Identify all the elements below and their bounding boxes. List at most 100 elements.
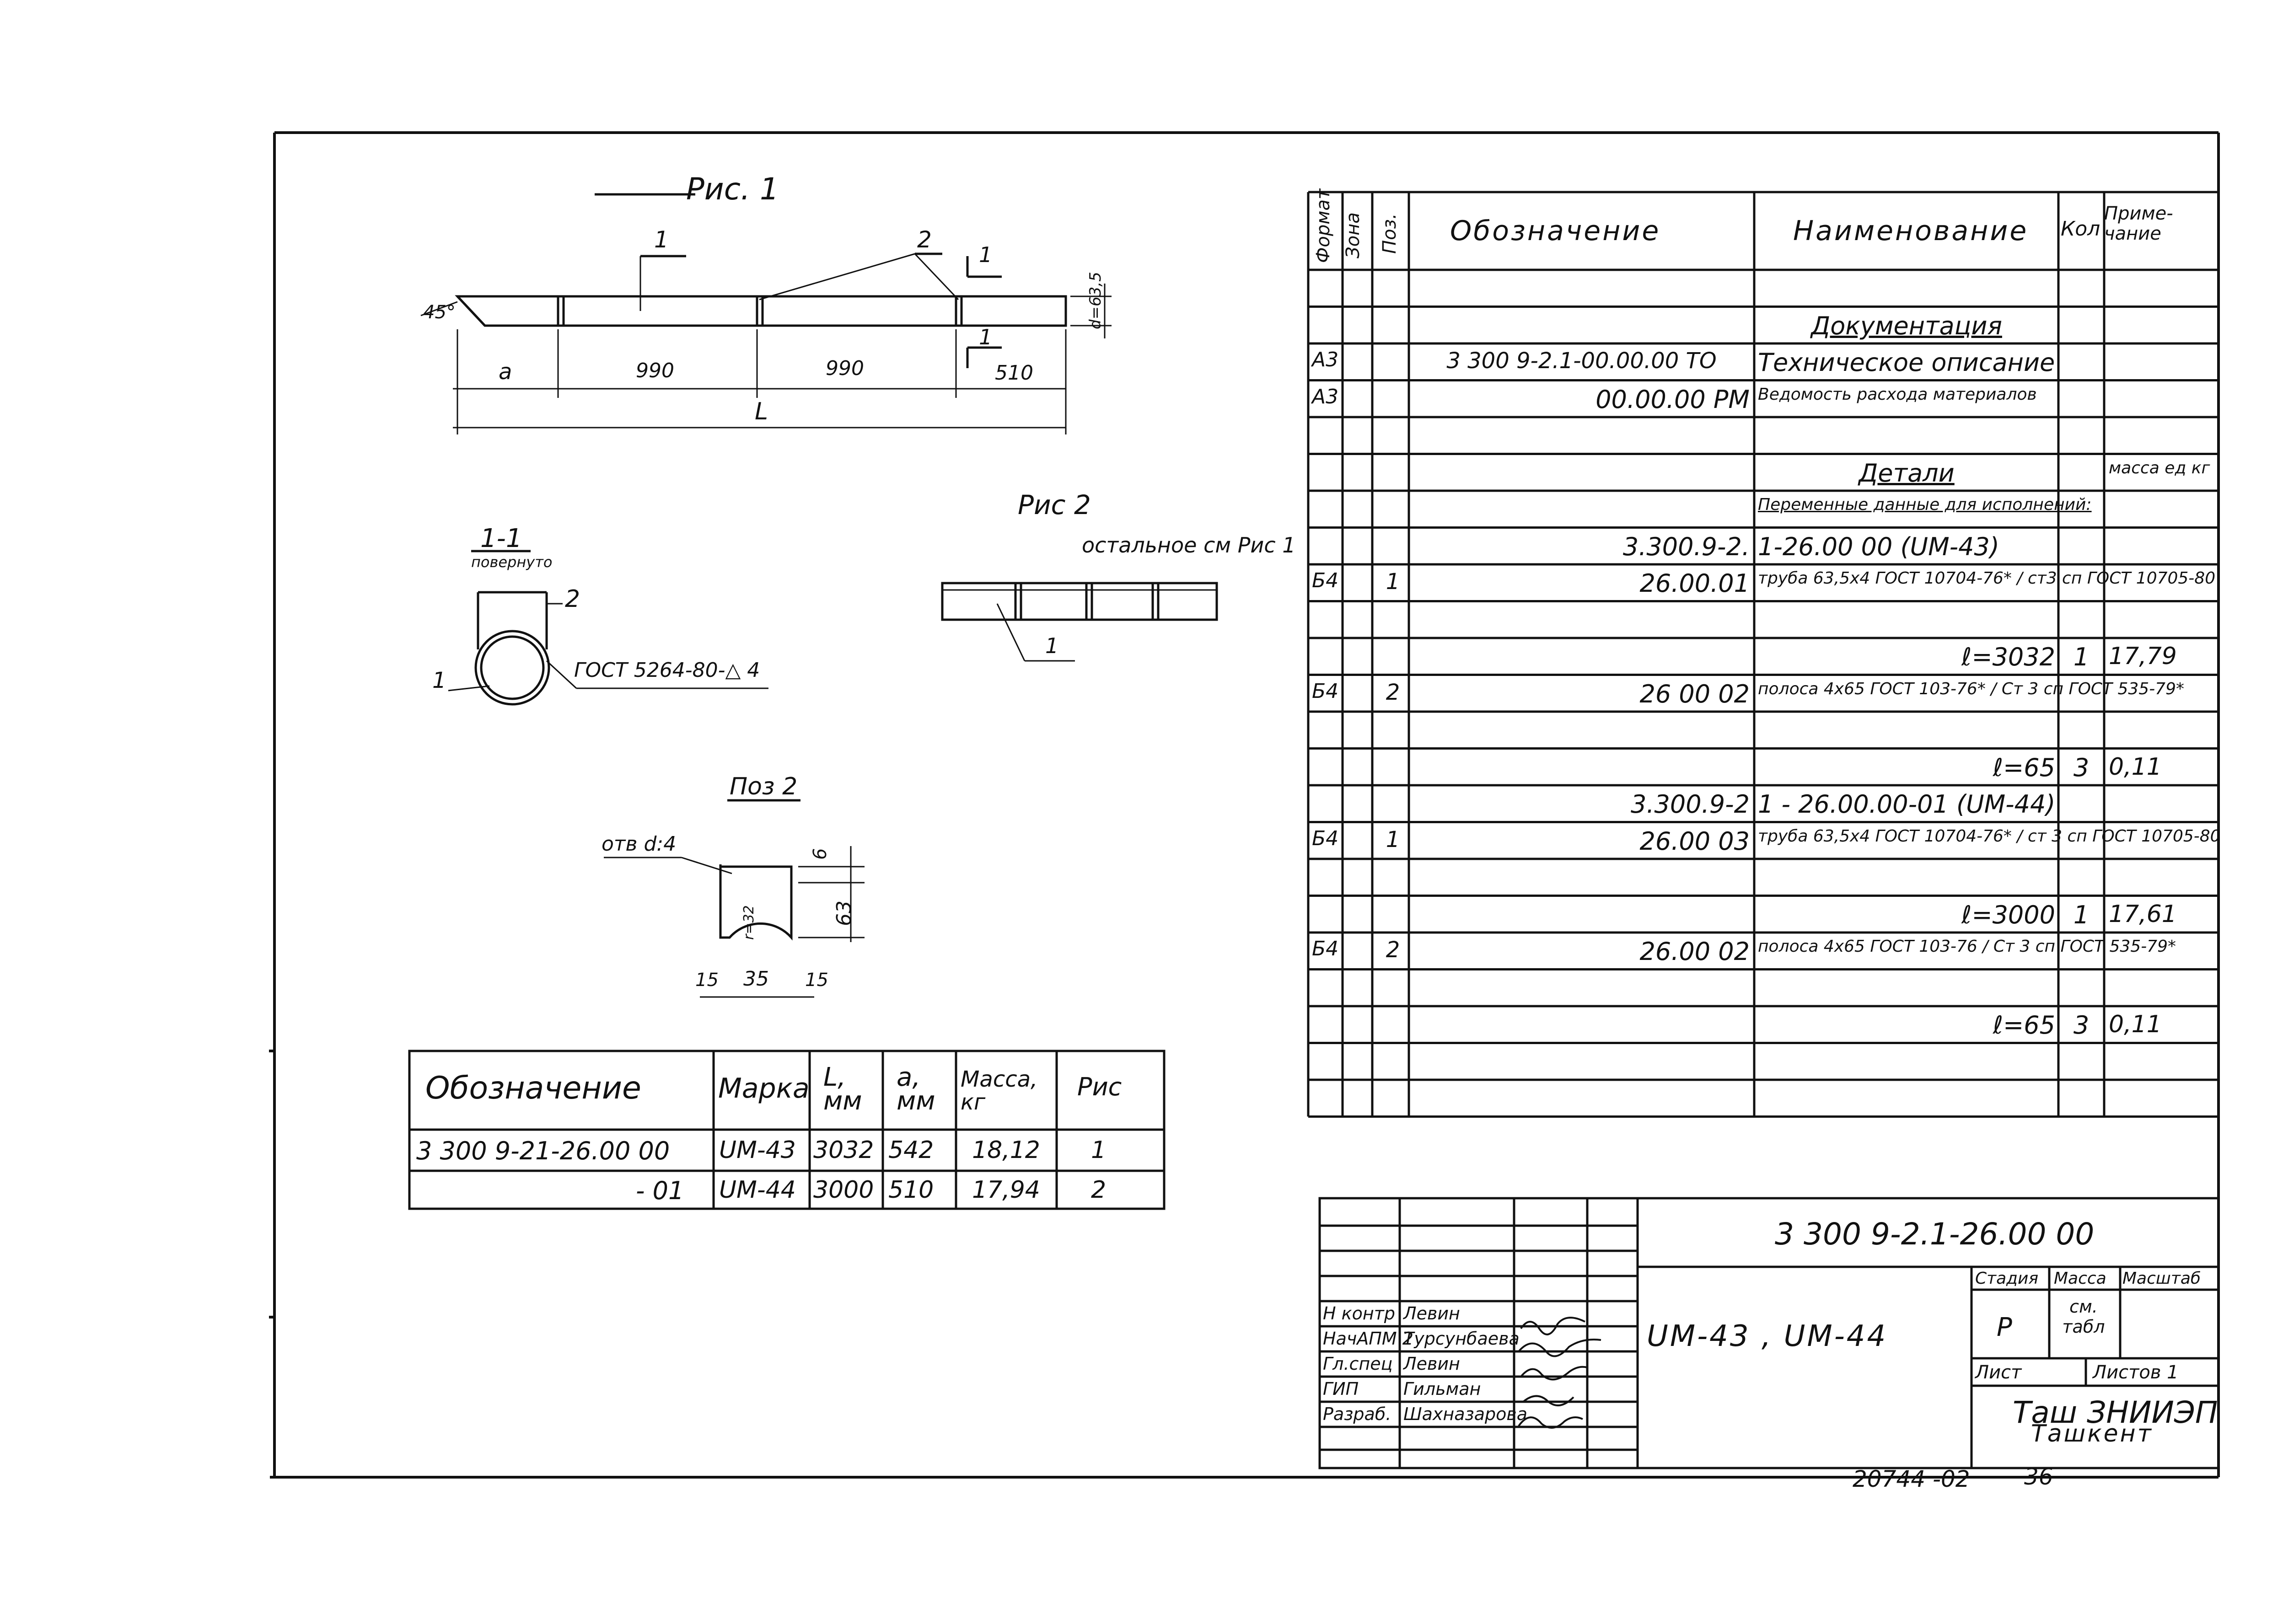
- spec-cell-name: ℓ=65: [1993, 753, 2055, 782]
- spec-cell-note: масса ед кг: [2109, 458, 2210, 477]
- small-table-header-L: L, мм: [823, 1062, 862, 1116]
- small-table-r2-mark: UM-44: [719, 1176, 796, 1204]
- small-table-header-designation: Обозначение: [425, 1070, 641, 1106]
- fig1-dim-510: 510: [995, 361, 1033, 385]
- poz2-radius: r=32: [741, 905, 757, 940]
- spec-cell-name: Ведомость расхода материалов: [1758, 385, 2037, 404]
- title-block-grid: [1318, 1197, 2220, 1469]
- fig2-callout-1: 1: [1045, 633, 1059, 658]
- spec-cell-note: 0,11: [2109, 753, 2162, 781]
- small-table-header-mass: Масса, кг: [961, 1067, 1038, 1115]
- spec-cell-name: ℓ=3000: [1961, 900, 2055, 929]
- title-block-role: НачАПМ 2: [1323, 1329, 1413, 1349]
- fig1-dim-a: a: [499, 359, 512, 385]
- spec-cell-note: 0,11: [2109, 1011, 2162, 1038]
- spec-cell-name: ℓ=65: [1993, 1011, 2055, 1040]
- small-table-r2-mass: 17,94: [972, 1176, 1040, 1204]
- small-table-r2-designation: - 01: [636, 1176, 684, 1205]
- spec-cell-name: Документация: [1811, 311, 2002, 340]
- spec-cell-fmt: Б4: [1312, 826, 1339, 850]
- title-block-mass-label: Масса: [2054, 1269, 2106, 1288]
- spec-cell-des: 26.00 02: [1639, 937, 1750, 966]
- title-block-stage-value: Р: [1997, 1313, 2012, 1342]
- spec-table-grid: [1307, 191, 2220, 1118]
- poz2-hole: отв d:4: [602, 832, 677, 856]
- spec-cell-name: труба 63,5x4 ГОСТ 10704-76* / ст 3 сп ГО…: [1758, 826, 2221, 846]
- poz2-dim-15-right: 15: [805, 970, 828, 991]
- spec-cell-name: Детали: [1859, 458, 1955, 488]
- fig2-drawing: [941, 582, 1218, 662]
- spec-cell-pos: 1: [1386, 569, 1400, 595]
- title-block-sheets-label: Листов 1: [2093, 1362, 2179, 1383]
- title-block-role: Н контр: [1323, 1303, 1395, 1324]
- small-table-header-mark: Марка: [718, 1072, 810, 1104]
- section-title: 1-1: [480, 524, 522, 553]
- spec-cell-name: Переменные данные для исполнений:: [1758, 495, 2092, 514]
- title-block-stage-label: Стадия: [1975, 1269, 2039, 1288]
- spec-cell-name: 1-26.00 00 (UM-43): [1758, 532, 1999, 561]
- spec-header-note: Приме-чание: [2104, 203, 2173, 244]
- spec-cell-qty: 3: [2073, 753, 2090, 782]
- poz2-drawing: [604, 799, 865, 998]
- footer-number: 20744 -02: [1853, 1466, 1970, 1492]
- title-block-person-name: Левин: [1403, 1303, 1460, 1324]
- signatures: [1518, 1317, 1601, 1429]
- fig1-callout-1: 1: [654, 226, 669, 253]
- spec-cell-pos: 2: [1386, 679, 1400, 705]
- spec-header-zone: Зона: [1343, 212, 1364, 258]
- spec-cell-name: полоса 4x65 ГОСТ 103-76* / Ст 3 сп ГОСТ …: [1758, 679, 2184, 698]
- title-block-code: 3 300 9-2.1-26.00 00: [1775, 1217, 2095, 1252]
- small-table-r1-mark: UM-43: [719, 1136, 796, 1164]
- section-callout-1: 1: [432, 668, 446, 693]
- fig2-title: Рис 2: [1018, 489, 1091, 520]
- fig1-angle: 45°: [423, 302, 456, 323]
- footer-page: 36: [2024, 1463, 2053, 1490]
- title-block-person-name: Левин: [1403, 1354, 1460, 1374]
- spec-cell-fmt: А3: [1312, 348, 1339, 371]
- fig1-dim-990-b: 990: [826, 357, 864, 380]
- small-table-r2-fig: 2: [1091, 1176, 1107, 1204]
- title-block-product: UM-43 , UM-44: [1647, 1319, 1888, 1353]
- small-table-grid: [408, 1050, 1166, 1210]
- small-table-header-a: a, мм: [897, 1062, 935, 1116]
- fig1-pipe-drawing: [420, 193, 1112, 434]
- spec-header-designation: Обозначение: [1450, 215, 1661, 247]
- spec-cell-name: ℓ=3032: [1961, 643, 2055, 671]
- fig1-dim-L: L: [755, 398, 768, 425]
- spec-cell-des: 3.300.9-2: [1631, 790, 1750, 819]
- small-table-r2-L: 3000: [813, 1176, 874, 1204]
- spec-cell-qty: 1: [2073, 643, 2090, 671]
- small-table-r2-a: 510: [888, 1176, 934, 1204]
- poz2-dim-63: 63: [833, 900, 856, 926]
- spec-cell-des: 00.00.00 РМ: [1595, 385, 1750, 414]
- spec-header-pos: Поз.: [1379, 213, 1400, 254]
- small-table-r1-mass: 18,12: [972, 1136, 1040, 1164]
- spec-cell-pos: 2: [1386, 937, 1400, 963]
- spec-cell-des: 3.300.9-2.: [1622, 532, 1750, 561]
- title-block-org: Таш ЗНИИЭП: [2013, 1395, 2218, 1430]
- title-block-sheet-label: Лист: [1975, 1362, 2022, 1383]
- spec-header-qty: Кол: [2061, 217, 2100, 241]
- fig1-title: Рис. 1: [686, 172, 779, 207]
- fig1-section-mark-top: 1: [979, 242, 993, 267]
- fig2-note: остальное см Рис 1: [1082, 533, 1296, 557]
- fig1-diameter: d=63,5: [1086, 272, 1105, 329]
- small-table-r1-L: 3032: [813, 1136, 874, 1164]
- title-block-role: ГИП: [1323, 1379, 1359, 1399]
- spec-cell-des: 26 00 02: [1639, 679, 1750, 708]
- section-subtitle: повернуто: [471, 553, 553, 571]
- section-1-1-drawing: [448, 550, 768, 706]
- spec-cell-note: 17,61: [2109, 900, 2177, 928]
- spec-cell-name: полоса 4x65 ГОСТ 103-76 / Ст 3 сп ГОСТ 5…: [1758, 937, 2176, 956]
- fig1-callout-2: 2: [917, 226, 932, 253]
- fig1-section-mark-bottom: 1: [979, 325, 993, 349]
- small-table-header-fig: Рис: [1077, 1072, 1122, 1101]
- spec-cell-fmt: Б4: [1312, 679, 1339, 703]
- spec-cell-des: 26.00 03: [1639, 826, 1750, 856]
- title-block-scale-label: Масштаб: [2122, 1269, 2201, 1288]
- fig1-dim-990-a: 990: [636, 359, 674, 382]
- spec-cell-name: труба 63,5x4 ГОСТ 10704-76* / ст3 сп ГОС…: [1758, 569, 2216, 588]
- small-table-r1-fig: 1: [1091, 1136, 1107, 1164]
- spec-cell-des: 3 300 9-2.1-00.00.00 ТО: [1446, 348, 1717, 374]
- section-weld-note: ГОСТ 5264-80-△ 4: [574, 659, 760, 682]
